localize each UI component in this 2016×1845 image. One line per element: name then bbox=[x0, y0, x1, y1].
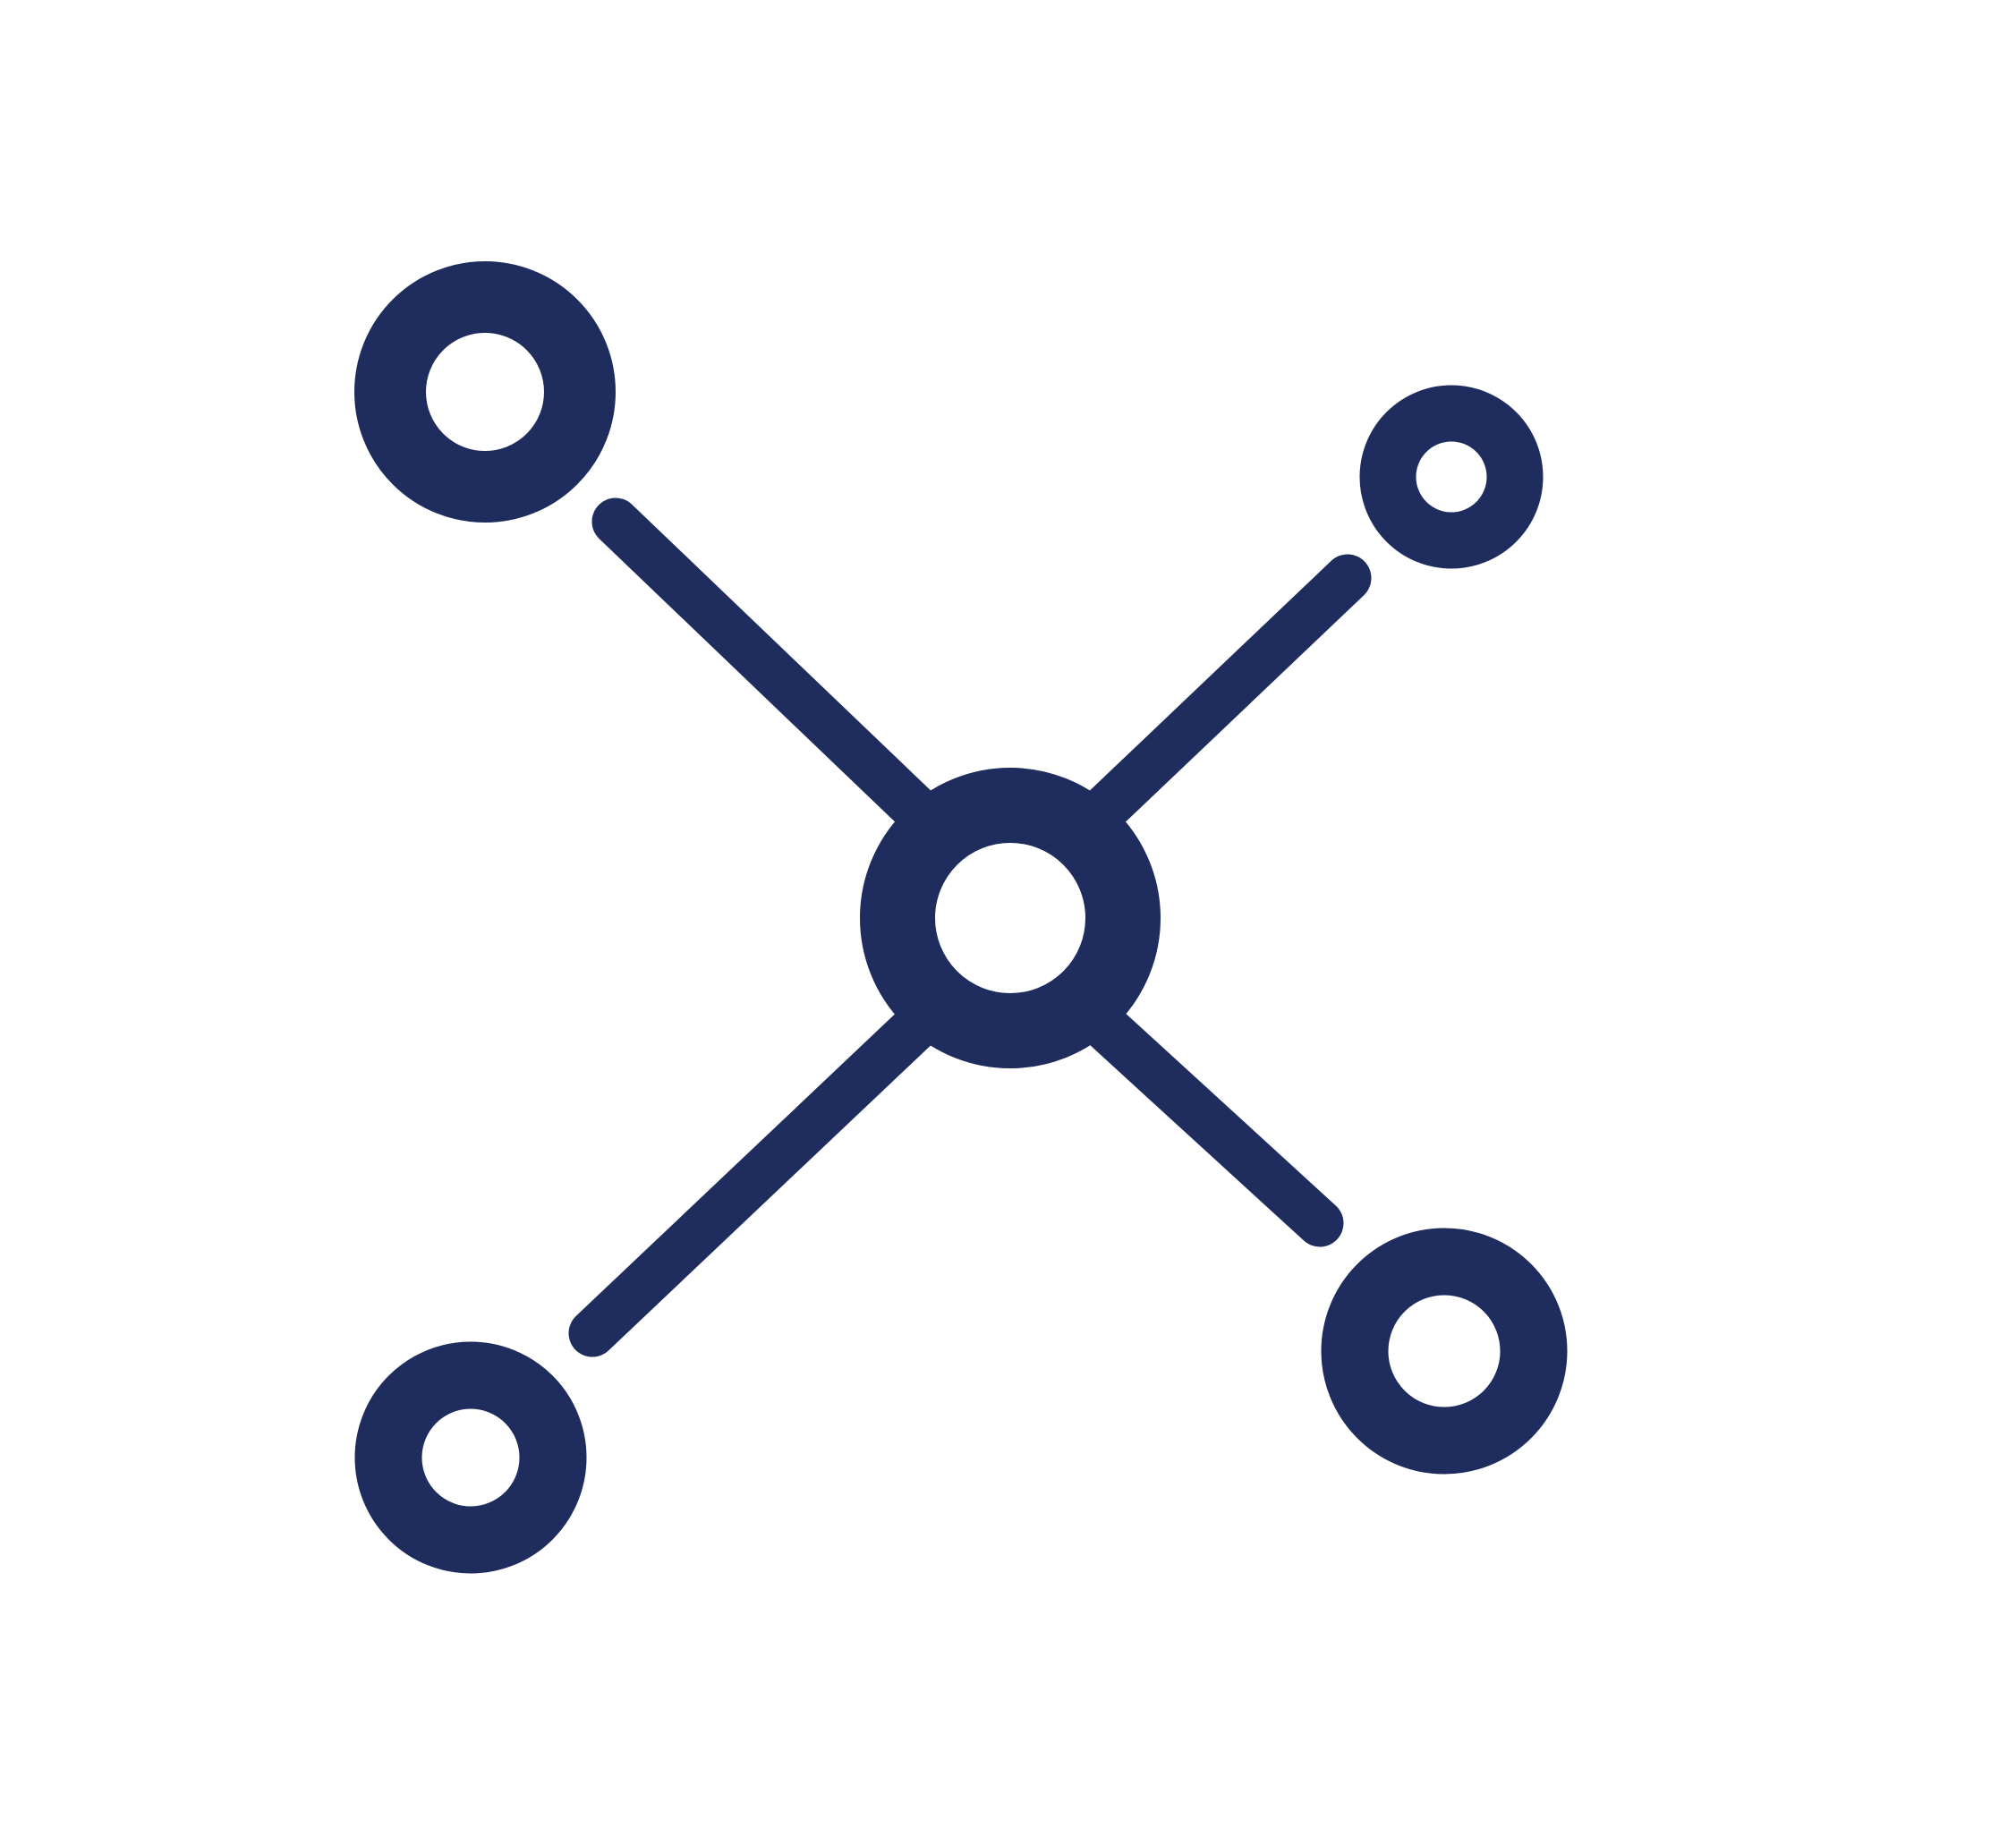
connector-top-left bbox=[591, 497, 955, 847]
connector-bottom-left bbox=[568, 989, 955, 1357]
hub-node-ring bbox=[860, 768, 1161, 1068]
connector-bottom-right bbox=[1066, 989, 1344, 1247]
connector-top-right bbox=[1066, 554, 1372, 847]
satellite-node-top-right bbox=[1359, 385, 1544, 569]
satellite-node-bottom-left bbox=[354, 1341, 587, 1574]
satellite-node-bottom-right bbox=[1321, 1228, 1568, 1475]
satellite-node-top-left bbox=[354, 261, 616, 523]
